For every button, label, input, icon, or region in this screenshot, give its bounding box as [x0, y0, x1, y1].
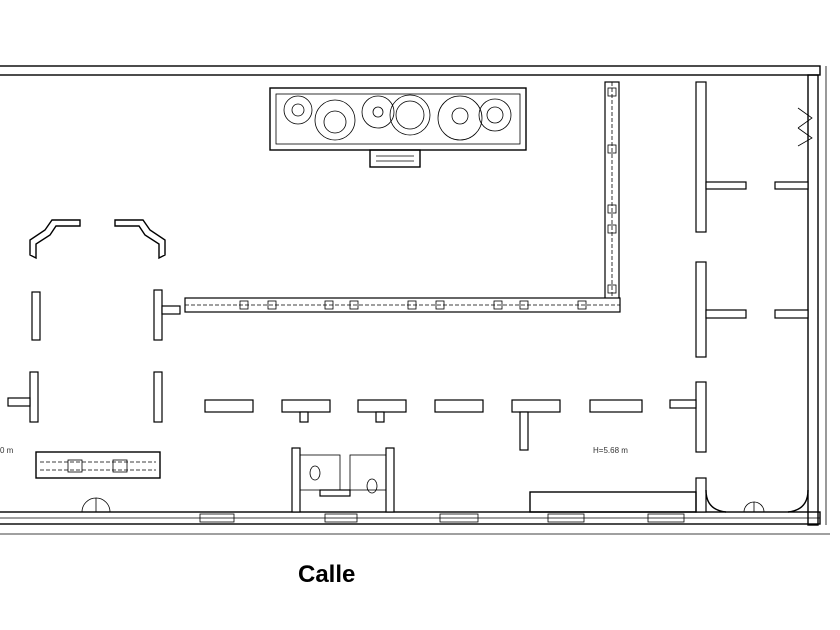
- ceiling-height-label: H=5.68 m: [593, 446, 628, 455]
- right-partitions: [529, 81, 809, 513]
- restrooms: [291, 447, 395, 513]
- left-height-label: 0 m: [0, 446, 14, 455]
- fountain-planter: [269, 87, 527, 168]
- windows: [199, 513, 685, 523]
- left-elements: [7, 219, 181, 479]
- central-partition: [184, 81, 621, 313]
- doors: [81, 107, 813, 513]
- shelf-row: [204, 399, 643, 451]
- street-label: Calle: [298, 561, 356, 588]
- outer-walls: [0, 65, 830, 535]
